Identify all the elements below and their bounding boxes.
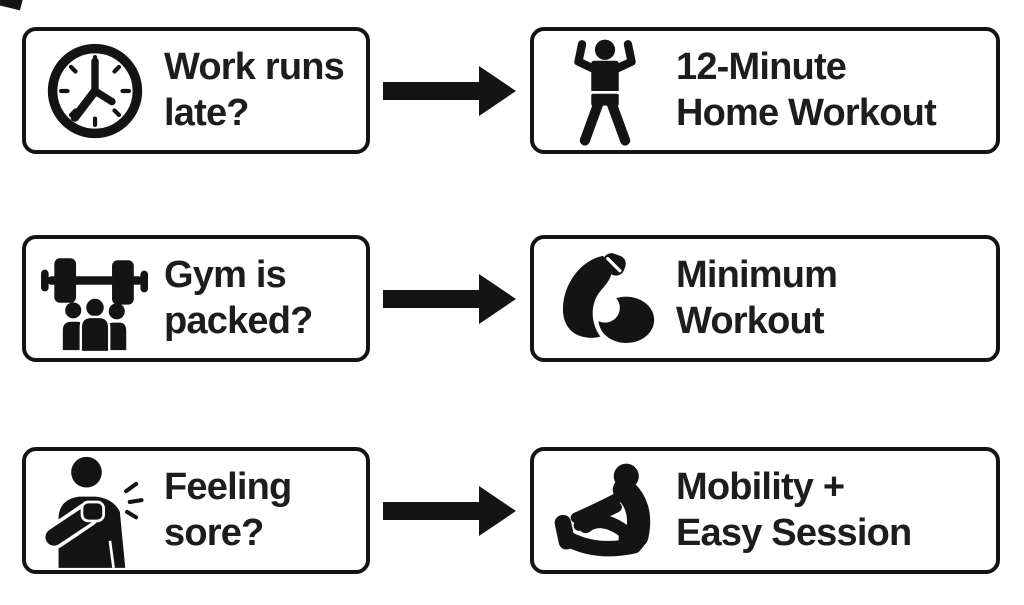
result-box-minimum-workout: Minimum Workout <box>530 235 1000 362</box>
stretching-person-icon <box>534 451 676 570</box>
sore-shoulder-person-icon <box>26 451 164 570</box>
dumbbell-crowd-icon <box>26 239 164 358</box>
condition-label: Gym is packed? <box>164 253 313 344</box>
condition-box-work-late: Work runs late? <box>22 27 370 154</box>
flow-row-gym-packed: Gym is packed? Minimum <box>22 235 1000 362</box>
flexed-bicep-icon <box>534 239 676 358</box>
condition-line1: Work runs <box>164 45 345 88</box>
condition-line1: Gym is <box>164 253 287 296</box>
flow-row-feeling-sore: Feeling sore? <box>22 447 1000 574</box>
result-label: Minimum Workout <box>676 253 838 344</box>
condition-line2: late? <box>164 91 250 134</box>
right-arrow-icon <box>383 65 516 116</box>
condition-line2: packed? <box>164 299 313 342</box>
flow-row-work-late: Work runs late? <box>22 27 1000 154</box>
result-box-home-workout: 12-Minute Home Workout <box>530 27 1000 154</box>
condition-label: Work runs late? <box>164 45 345 136</box>
right-arrow-icon <box>383 485 516 536</box>
result-line1: Minimum <box>676 253 838 296</box>
result-box-mobility-session: Mobility + Easy Session <box>530 447 1000 574</box>
result-label: Mobility + Easy Session <box>676 465 912 556</box>
result-line1: Mobility + <box>676 465 845 508</box>
result-label: 12-Minute Home Workout <box>676 45 937 136</box>
condition-line1: Feeling <box>164 465 292 508</box>
condition-line2: sore? <box>164 511 264 554</box>
result-line2: Workout <box>676 299 825 342</box>
condition-box-feeling-sore: Feeling sore? <box>22 447 370 574</box>
condition-box-gym-packed: Gym is packed? <box>22 235 370 362</box>
result-line2: Easy Session <box>676 511 912 554</box>
result-line1: 12-Minute <box>676 45 847 88</box>
corner-artifact <box>0 0 24 11</box>
clock-icon <box>26 31 164 150</box>
jumping-jack-person-icon <box>534 31 676 150</box>
right-arrow-icon <box>383 273 516 324</box>
condition-label: Feeling sore? <box>164 465 292 556</box>
result-line2: Home Workout <box>676 91 937 134</box>
